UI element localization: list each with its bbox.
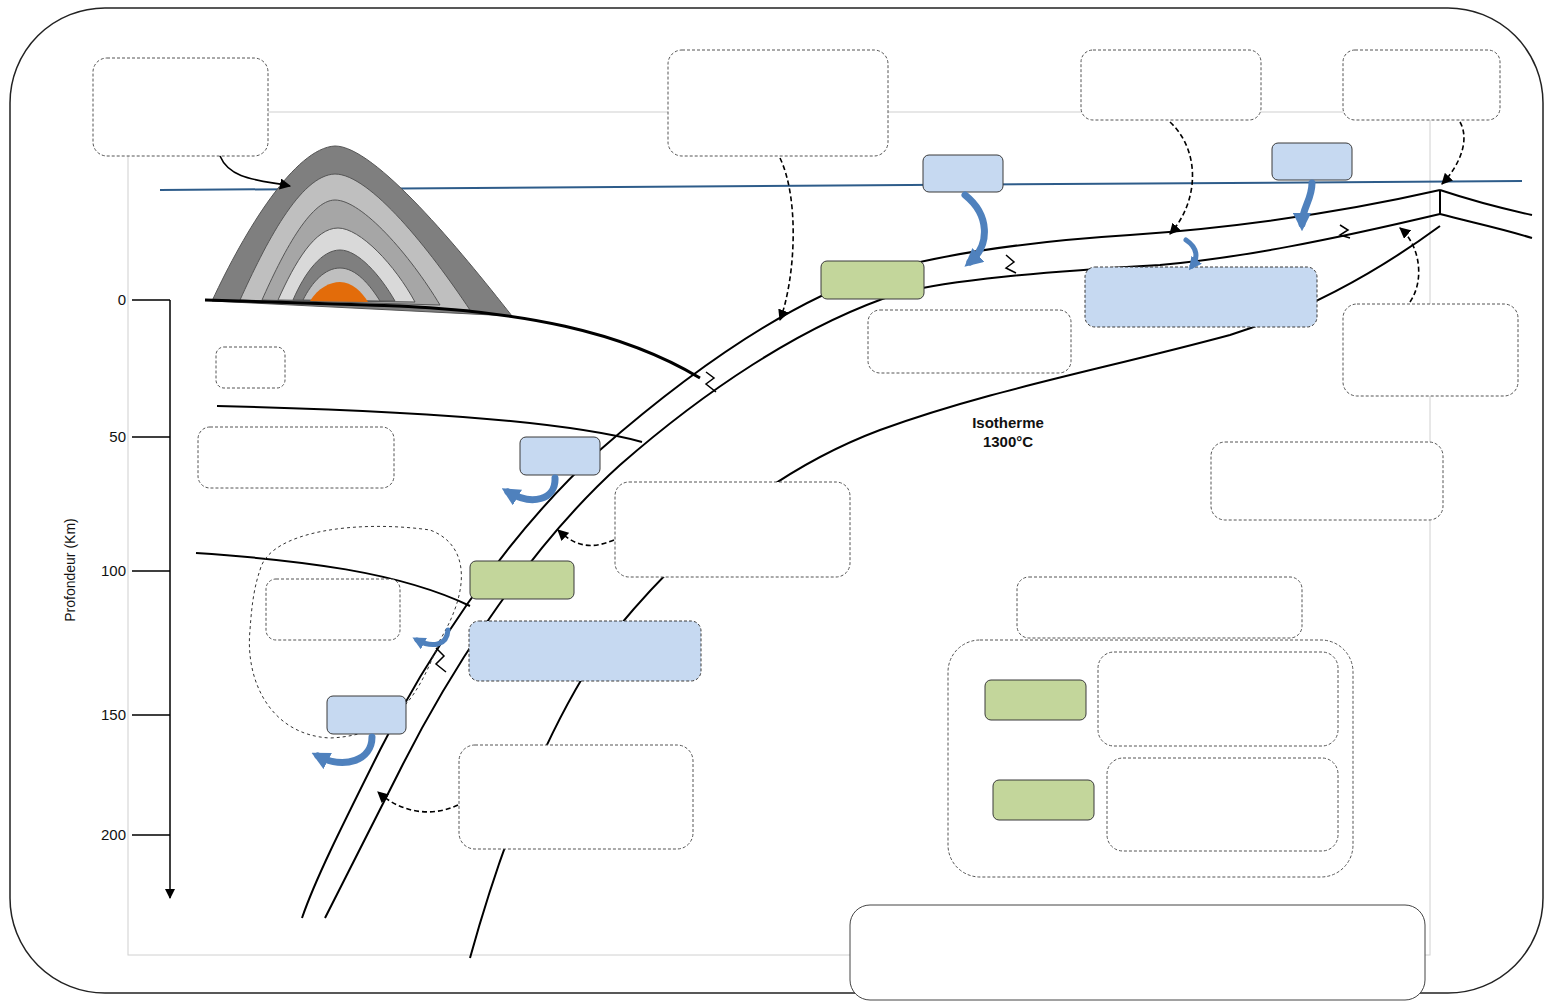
leader-line	[558, 530, 614, 545]
blank-box	[850, 905, 1425, 1000]
fault-mark	[1340, 225, 1350, 238]
blank-box	[985, 680, 1086, 720]
legend-group-box	[948, 640, 1353, 877]
blank-boxes	[93, 50, 1518, 877]
blank-box	[198, 427, 394, 488]
partial-melt-zone	[249, 526, 461, 738]
blue-boxes	[327, 143, 1352, 734]
blank-box	[1098, 652, 1338, 746]
blank-box	[470, 561, 574, 599]
leader-line	[780, 158, 793, 320]
blank-box	[1211, 442, 1443, 520]
exchange-arrow	[508, 478, 555, 500]
blank-box	[216, 347, 285, 388]
axis-ticks	[132, 300, 170, 835]
blank-box	[668, 50, 888, 156]
blank-box	[1107, 758, 1338, 851]
fold-layer	[240, 174, 470, 310]
blank-box	[459, 745, 693, 849]
fold-layer	[262, 200, 440, 305]
ridge-line	[1440, 190, 1532, 215]
ridge-axis	[1439, 190, 1441, 214]
axis-line	[169, 300, 171, 898]
blank-box	[469, 621, 701, 681]
leader-line	[1170, 122, 1193, 234]
blank-box	[1343, 304, 1518, 396]
fold-layer	[212, 146, 512, 316]
blank-box	[266, 579, 400, 640]
slab-top	[302, 190, 1440, 918]
blank-box	[993, 780, 1094, 820]
fold-layer	[278, 228, 415, 302]
depth-axis	[132, 300, 170, 898]
depth-tick-label: 100	[101, 562, 126, 580]
magma-core	[310, 282, 368, 302]
blank-box	[615, 482, 850, 577]
blank-box	[1272, 143, 1352, 180]
fold-layer	[303, 268, 380, 301]
leader-line	[220, 156, 290, 186]
fold-layer	[293, 250, 395, 301]
depth-tick-label: 200	[101, 826, 126, 844]
leader-line	[1442, 122, 1464, 184]
blank-box	[923, 155, 1003, 192]
exchange-arrow	[1302, 183, 1312, 224]
leader-line	[378, 792, 458, 812]
depth-tick-label: 150	[101, 706, 126, 724]
blank-box	[327, 696, 406, 734]
slab-bottom	[325, 214, 1440, 918]
ridge-line	[1440, 214, 1532, 238]
leader-arrows	[220, 122, 1464, 812]
isotherm-label: Isotherme 1300°C	[951, 413, 1065, 452]
mountain-range	[212, 146, 512, 316]
blank-box	[1085, 267, 1317, 327]
exchange-arrow	[318, 737, 372, 762]
leader-line	[1400, 228, 1419, 302]
blank-box	[520, 437, 600, 475]
fault-mark	[436, 648, 446, 672]
axis-title: Profondeur (Km)	[62, 518, 79, 621]
blank-box	[821, 261, 924, 299]
exchange-arrow	[965, 195, 984, 262]
blank-box	[93, 58, 268, 156]
outer-frame	[10, 8, 1543, 993]
blank-box	[1017, 577, 1302, 638]
blank-box	[1081, 50, 1261, 120]
blue-arrows	[318, 183, 1312, 762]
depth-tick-label: 0	[118, 291, 126, 309]
depth-tick-label: 50	[109, 428, 126, 446]
fault-mark	[706, 372, 716, 392]
green-boxes	[470, 261, 1094, 820]
blank-box	[1343, 50, 1500, 120]
inner-frame	[128, 112, 1430, 955]
exchange-arrow	[417, 630, 448, 645]
fault-mark	[1006, 255, 1016, 273]
exchange-arrow	[1186, 240, 1196, 266]
blank-box	[868, 310, 1071, 373]
